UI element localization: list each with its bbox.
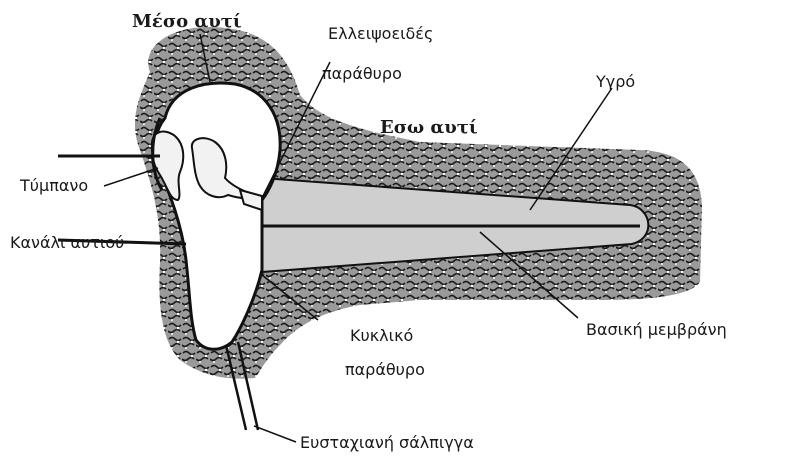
label-ear-canal: Κανάλι αυτιού (10, 233, 124, 253)
label-eustachian-tube: Ευσταχιανή σάλπιγγα (300, 433, 474, 453)
label-middle-ear: Μέσο αυτί (132, 12, 242, 32)
label-eardrum: Τύμπανο (20, 176, 88, 196)
label-basilar-membrane: Βασική μεμβράνη (586, 320, 727, 340)
label-fluid: Υγρό (596, 72, 635, 92)
label-inner-ear: Εσω αυτί (380, 118, 478, 138)
label-oval-window-line1: Ελλειψοειδές (328, 24, 433, 44)
label-round-window-line1: Κυκλικό (350, 326, 413, 346)
leader-eustachian-tube (254, 426, 296, 442)
label-oval-window-line2: παράθυρο (322, 64, 402, 84)
label-round-window-line2: παράθυρο (345, 360, 425, 380)
